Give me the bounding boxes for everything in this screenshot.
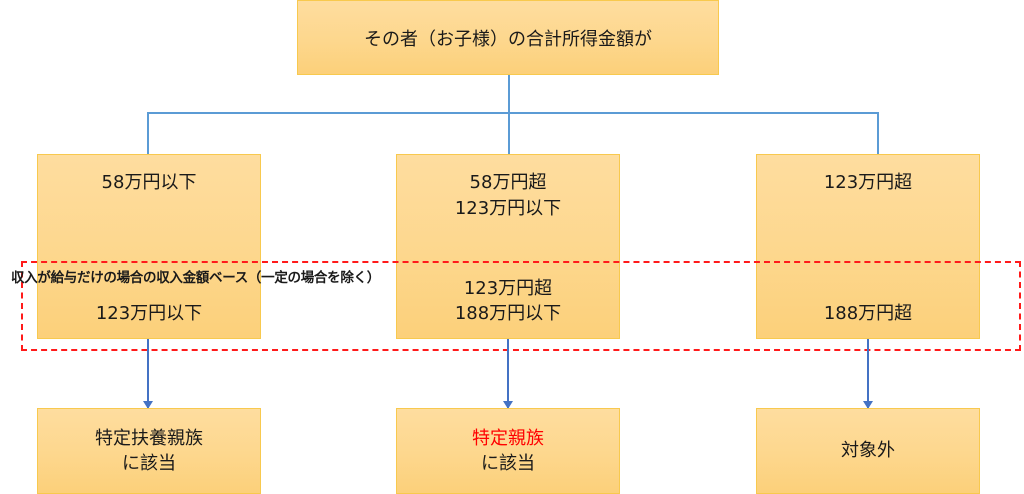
range-upper: 123万円以下 [454,198,562,219]
arrow-right [863,339,873,409]
arrow-left [143,339,153,409]
range-upper: 58万円以下 [101,172,197,193]
result-label-highlight: 特定親族 [472,428,544,449]
result-label: 特定扶養親族 [95,428,203,449]
range-box-middle: 58万円超 123万円以下 123万円超 188万円以下 [396,154,620,339]
result-label: に該当 [122,453,176,474]
result-box-middle: 特定親族 に該当 [396,408,620,494]
salary-basis-region [21,261,1021,351]
connector-horizontal [148,112,879,114]
range-lower: 188万円以下 [454,303,562,324]
range-box-left: 58万円以下 123万円以下 [37,154,261,339]
salary-basis-note: 収入が給与だけの場合の収入金額ベース（一定の場合を除く） [11,270,380,286]
range-lower: 123万円以下 [95,303,203,324]
range-lower: 188万円超 [823,303,913,324]
connector-root-stem [508,74,510,154]
root-label: その者（お子様）の合計所得金額が [364,29,652,50]
result-label: に該当 [481,453,535,474]
range-box-right: 123万円超 188万円超 [756,154,980,339]
result-box-right: 対象外 [756,408,980,494]
result-label: 対象外 [841,440,895,461]
range-upper: 58万円超 [469,172,547,193]
range-lower: 123万円超 [463,278,553,299]
connector-left-drop [147,112,149,154]
result-box-left: 特定扶養親族 に該当 [37,408,261,494]
root-box: その者（お子様）の合計所得金額が [297,0,719,75]
connector-right-drop [877,112,879,154]
range-upper: 123万円超 [823,172,913,193]
arrow-middle [503,339,513,409]
